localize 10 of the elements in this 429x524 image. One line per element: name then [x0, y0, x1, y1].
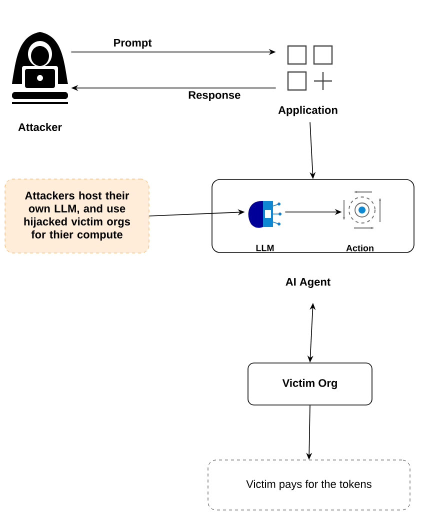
node-label: LLM [256, 244, 274, 252]
edge-label: Prompt [112, 38, 153, 50]
node-label: Application [278, 106, 338, 116]
process-box: Victim Org [248, 362, 372, 406]
container-label: AI Agent [286, 278, 330, 288]
note-box: Attackers host their own LLM, and use hijacked victim orgs for thier compute [4, 178, 150, 254]
edge-label: Response [187, 90, 242, 102]
node-label: Attacker [18, 122, 62, 132]
node-label: Action [346, 244, 374, 252]
result-box: Victim pays for the tokens [208, 460, 410, 510]
